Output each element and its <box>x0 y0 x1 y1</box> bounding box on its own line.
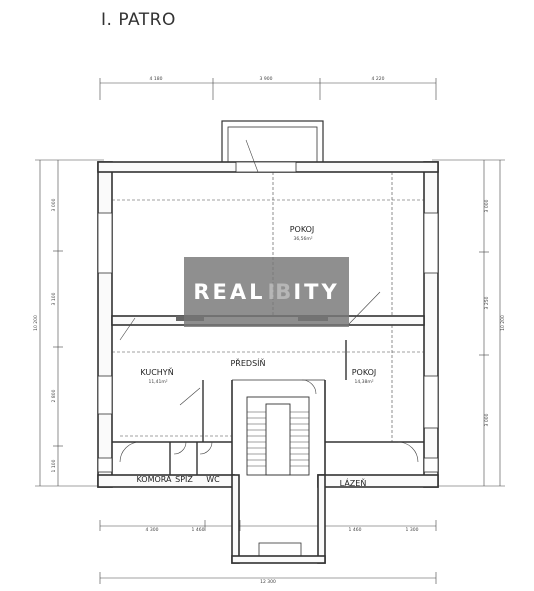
dim-left-1: 3 000 <box>51 198 57 211</box>
staircase <box>246 396 310 476</box>
windows <box>97 161 439 473</box>
dimension-lines <box>35 78 505 584</box>
dim-right-2: 3 250 <box>484 296 490 309</box>
room-lazen-name: LÁZEŇ <box>340 477 367 488</box>
room-pokoj-right-area: 14,38m² <box>354 379 373 385</box>
room-kuchyn-area: 11,41m² <box>148 379 167 385</box>
dim-bottom-4: 1 300 <box>406 527 419 533</box>
doors <box>119 139 419 463</box>
dim-right-outer: 10 200 <box>500 315 506 331</box>
room-pokoj-top-area: 36,56m² <box>293 236 312 242</box>
dim-top-2: 3 900 <box>260 76 273 82</box>
room-pokoj-top-name: POKOJ <box>290 225 315 234</box>
dim-left-3: 2 800 <box>51 389 57 402</box>
room-spiz-name: SPÍŽ <box>175 473 193 484</box>
floor-title: I. PATRO <box>101 10 176 30</box>
dim-bottom-total: 12 300 <box>260 579 276 585</box>
dim-right-3: 3 000 <box>484 413 490 426</box>
room-predsin-name: PŘEDSÍŇ <box>230 357 265 368</box>
dimension-texts: 4 180 3 900 4 220 4 300 1 460 1 460 1 30… <box>33 76 506 585</box>
dim-left-2: 3 100 <box>51 292 57 305</box>
dim-bottom-2: 1 460 <box>192 527 205 533</box>
room-pokoj-right-name: POKOJ <box>352 368 377 377</box>
room-labels: POKOJ 36,56m² KUCHYŇ 11,41m² PŘEDSÍŇ POK… <box>136 225 376 488</box>
dim-left-outer: 10 200 <box>33 315 39 331</box>
dim-bottom-1: 4 300 <box>146 527 159 533</box>
watermark-mid: IB <box>267 280 292 304</box>
walls <box>97 120 439 564</box>
room-wc-name: WC <box>206 475 220 484</box>
dim-top-3: 4 220 <box>372 76 385 82</box>
dim-right-1: 3 000 <box>484 199 490 212</box>
dim-bottom-3: 1 460 <box>349 527 362 533</box>
watermark-right: ITY <box>293 280 340 304</box>
watermark-left: REAL <box>193 280 266 304</box>
room-komora-name: KOMORA <box>136 475 172 484</box>
watermark-logo: REAL IB ITY <box>184 257 349 327</box>
room-kuchyn-name: KUCHYŇ <box>140 367 173 377</box>
dim-left-4: 1 100 <box>51 459 57 472</box>
dim-top-1: 4 180 <box>150 76 163 82</box>
